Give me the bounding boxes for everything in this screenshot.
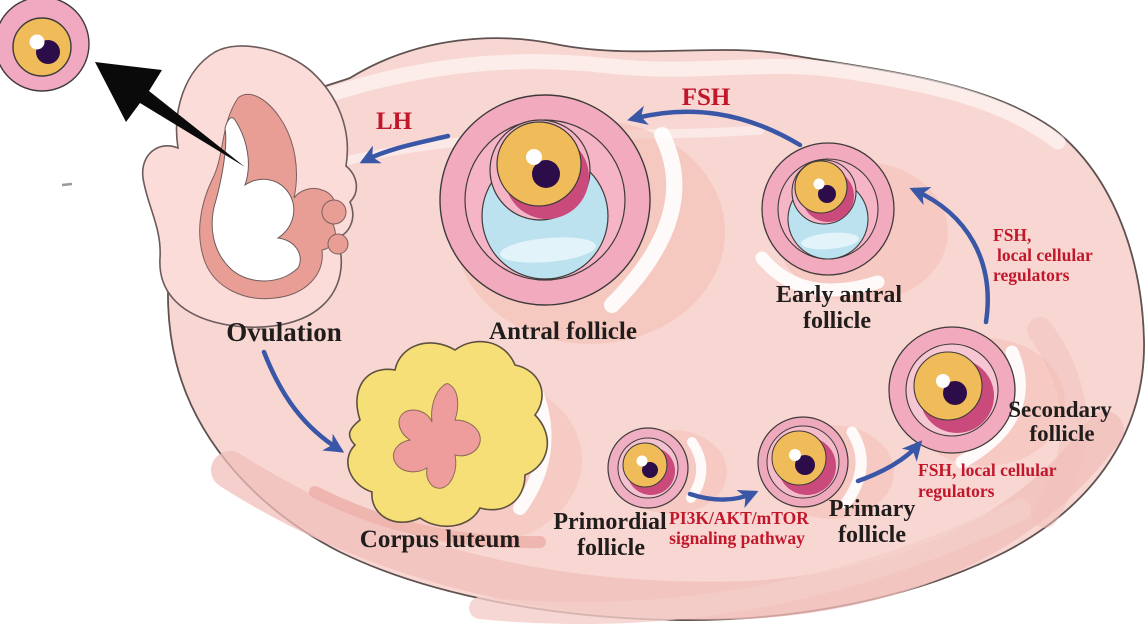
antral-follicle-label: Antral follicle	[489, 318, 637, 345]
primordial-to-primary-arrow	[687, 489, 759, 509]
early-antral-follicle	[761, 142, 895, 276]
ovulation-label: Ovulation	[226, 317, 342, 347]
early-antral-antrum-highlight	[801, 232, 859, 250]
primordial-label-line2: follicle	[577, 535, 645, 561]
fsh-local-right-line1: FSH,	[993, 225, 1031, 245]
pi3k-label-line1: PI3K/AKT/mTOR	[669, 508, 809, 528]
ovulation-site	[141, 45, 358, 328]
early-antral-fsh-arrow	[909, 186, 990, 325]
corpus-luteum	[347, 340, 549, 527]
fsh-local-right-line3: regulators	[993, 265, 1070, 285]
secondary-label-line2: follicle	[1029, 421, 1094, 446]
egg-highlight	[29, 34, 45, 50]
corpus-luteum-core	[393, 383, 481, 489]
secondary-nucleus	[943, 381, 967, 405]
cycle-arrows	[261, 105, 990, 509]
early-antral-highlight	[813, 178, 825, 190]
ovary-right-band	[1027, 317, 1087, 528]
fsh-local-bottom-line2: regulators	[918, 481, 995, 501]
fsh-arrow	[627, 105, 803, 148]
primary-highlight	[789, 449, 801, 461]
antral-highlight	[526, 149, 542, 165]
secondary-highlight	[936, 374, 950, 388]
early-antral-label-line2: follicle	[803, 308, 871, 334]
lh-label: LH	[376, 108, 413, 135]
fsh-local-bottom-line1: FSH, local cellular	[918, 460, 1057, 480]
primordial-label-line1: Primordial	[553, 509, 667, 535]
small-dash-mark	[61, 182, 73, 187]
fsh-label: FSH	[682, 84, 731, 111]
corpus-luteum-label: Corpus luteum	[360, 526, 521, 553]
corpus-underline-swirl	[309, 486, 546, 549]
primary-label-line1: Primary	[829, 496, 916, 522]
antral-crescent	[604, 127, 683, 313]
ovary-top-highlight	[317, 54, 1066, 150]
antral-follicle	[439, 94, 651, 306]
ovary-bottom-band-light	[469, 499, 1031, 624]
primary-crescent	[840, 426, 867, 509]
pi3k-label-line2: signaling pathway	[669, 528, 805, 548]
early-antral-label-line1: Early antral	[776, 282, 902, 308]
antral-antrum-highlight	[500, 237, 596, 263]
primordial-highlight	[636, 455, 648, 467]
early-antral-nucleus	[818, 185, 836, 203]
primary-to-secondary-arrow	[855, 440, 923, 484]
primordial-crescent	[686, 437, 707, 503]
early-antral-crescent	[755, 251, 885, 297]
fsh-local-right-line2: local cellular	[997, 245, 1093, 265]
primordial-follicle	[607, 427, 689, 509]
secondary-label-line1: Secondary	[1008, 397, 1112, 422]
secondary-follicle	[888, 326, 1016, 454]
antral-nucleus	[532, 160, 560, 188]
ovulation-release-arrow	[95, 62, 245, 167]
primary-follicle	[757, 416, 849, 508]
released-egg	[0, 0, 90, 92]
ruptured-follicle-knob-2	[327, 233, 349, 255]
text-labels: Ovulation Antral follicle Corpus luteum …	[226, 84, 1112, 561]
ovulation-to-corpus-arrow	[261, 349, 345, 453]
primary-nucleus	[795, 455, 815, 475]
primary-label-line2: follicle	[838, 522, 906, 548]
lh-arrow	[359, 133, 451, 164]
primordial-nucleus	[642, 462, 658, 478]
ruptured-follicle-knob-1	[321, 199, 347, 225]
secondary-crescent	[955, 345, 1026, 469]
